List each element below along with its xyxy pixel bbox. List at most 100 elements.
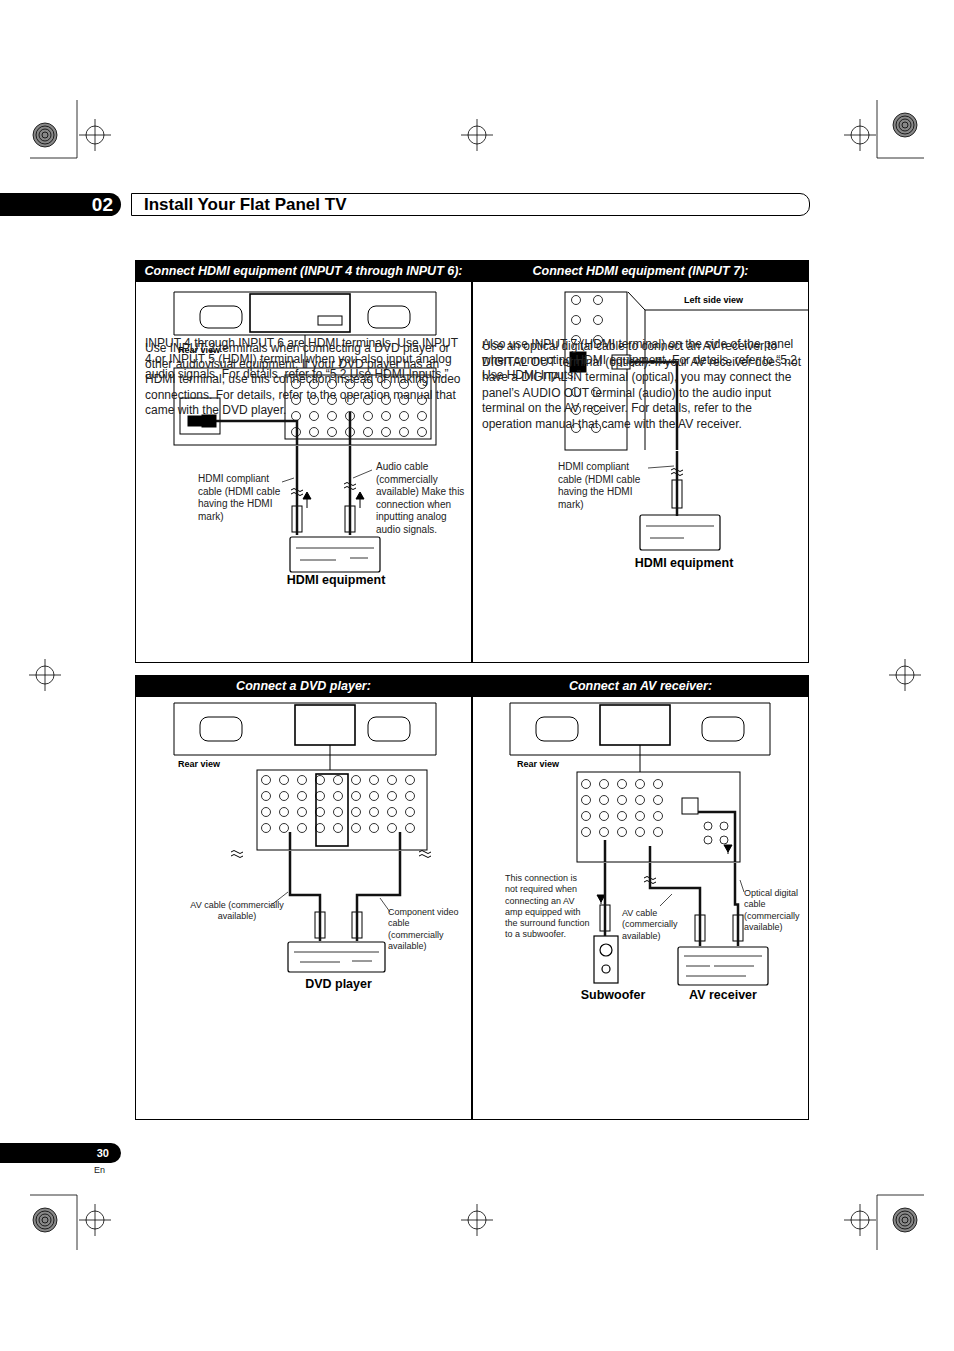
jack-symbol (382, 428, 391, 437)
cable-end (604, 840, 607, 862)
device-illustration (294, 952, 379, 962)
section-panel: Connect HDMI equipment (INPUT 7):Also us… (472, 260, 809, 663)
jack-symbol (352, 824, 361, 833)
tv-rear-outline (368, 717, 410, 741)
jack-symbol (334, 776, 343, 785)
device-illustration (594, 936, 618, 983)
jack-symbol (720, 836, 728, 844)
tv-rear-outline (200, 306, 242, 328)
tv-rear-outline (174, 292, 436, 335)
jack-symbol (262, 776, 271, 785)
node-text: Install Your Flat Panel TV (144, 194, 346, 215)
callout-text: Component video cable (commercially avai… (388, 907, 460, 952)
registration-mark (889, 659, 921, 691)
jack-symbol (406, 808, 415, 817)
tv-rear-outline (174, 703, 436, 755)
tv-rear-view: Rear view (511, 702, 771, 863)
device-illustration (678, 947, 768, 985)
tv-rear-outline (295, 705, 355, 745)
jack-symbol (316, 808, 325, 817)
jack-symbol (720, 822, 728, 830)
node-text: Rear view (517, 759, 559, 769)
registration-target (899, 1214, 911, 1226)
registration-mark (79, 1204, 111, 1236)
cable-line (290, 851, 320, 941)
cable-line (676, 451, 679, 516)
cable-line (296, 446, 299, 535)
jack-symbol (594, 316, 603, 325)
node-text: Subwoofer (570, 988, 656, 1002)
registration-target (39, 1214, 51, 1226)
tv-rear-outline (682, 798, 698, 814)
jack-symbol (316, 776, 325, 785)
jack-symbol (636, 780, 645, 789)
body-text: Use INPUT 2 terminals when connecting a … (145, 341, 465, 419)
direction-arrow (303, 492, 311, 508)
jack-symbol (704, 836, 712, 844)
registration-target (42, 1217, 48, 1223)
section-panel: Connect a DVD player:Use INPUT 2 termina… (135, 675, 472, 1120)
jack-symbol (600, 796, 609, 805)
cable-end (349, 412, 352, 445)
cable-line (735, 863, 738, 946)
device-illustration (288, 942, 385, 972)
device-illustration (646, 526, 714, 538)
tv-rear-outline (257, 770, 427, 850)
node-text: Rear view (178, 759, 220, 769)
jack-symbol (280, 776, 289, 785)
jack-symbol (618, 780, 627, 789)
registration-mark (29, 659, 61, 691)
jack-symbol (382, 412, 391, 421)
jack-symbol (582, 828, 591, 837)
tv-rear-outline (318, 316, 342, 325)
node-text: Left side view (684, 295, 743, 305)
cable-line (604, 863, 607, 936)
leader-line (648, 466, 674, 468)
hdmi-device: HDMI equipment (623, 516, 745, 570)
jack-symbol (328, 428, 337, 437)
device-illustration (600, 944, 612, 956)
jack-symbol (364, 412, 373, 421)
break-mark (419, 851, 431, 858)
registration-target (896, 116, 914, 134)
node-text: 02 (92, 193, 113, 216)
tv-rear-outline (536, 717, 578, 741)
jack-symbol (298, 792, 307, 801)
tv-rear-view: Rear view (175, 702, 437, 851)
jack-symbol (388, 808, 397, 817)
jack-symbol (334, 792, 343, 801)
jack-symbol (406, 776, 415, 785)
jack-symbol (572, 296, 581, 305)
page-number: 30 (0, 1143, 121, 1163)
tv-rear-outline (250, 294, 350, 332)
tv-rear-outline (577, 772, 740, 862)
registration-target (893, 113, 917, 137)
node-text: 30 (97, 1143, 109, 1163)
direction-arrow (356, 492, 364, 508)
tv-rear-outline (368, 306, 410, 328)
crop-line (30, 100, 924, 1250)
device-illustration (640, 515, 720, 550)
tv-rear-outline (702, 717, 744, 741)
callout-text: This connection is not required when con… (505, 873, 592, 941)
jack-symbol (280, 808, 289, 817)
jack-symbol (334, 824, 343, 833)
node-text: HDMI equipment (623, 556, 745, 570)
body-text: Use an optical digital cable to connect … (482, 339, 802, 432)
cable-end (649, 846, 652, 862)
device-illustration (296, 548, 374, 560)
registration-target (902, 1217, 908, 1223)
av-receiver: AV receiver (668, 946, 778, 1002)
panel-heading: Connect a DVD player: (136, 676, 471, 697)
registration-target (33, 123, 57, 147)
panel-heading: Connect HDMI equipment (INPUT 4 through … (136, 261, 471, 282)
jack-symbol (406, 824, 415, 833)
jack-symbol (298, 776, 307, 785)
jack-symbol (316, 792, 325, 801)
leader-line (353, 470, 372, 478)
jack-symbol (328, 412, 337, 421)
jack-symbol (364, 428, 373, 437)
cable-end (698, 812, 735, 862)
tv-rear-outline (640, 745, 641, 772)
